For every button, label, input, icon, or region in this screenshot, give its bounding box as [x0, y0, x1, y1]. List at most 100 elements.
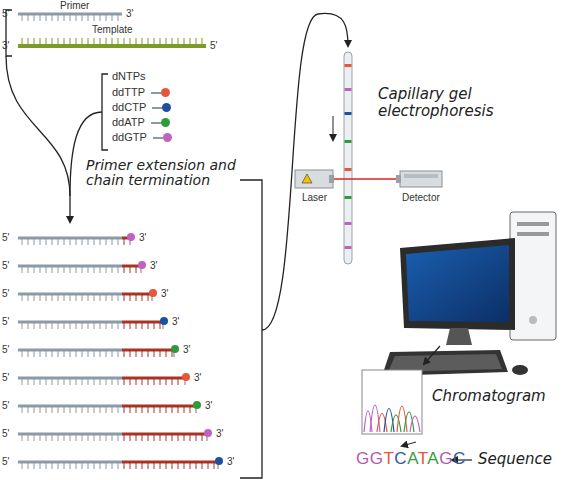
stroke: [148, 38, 149, 45]
stroke: [28, 407, 29, 413]
stroke: [142, 323, 143, 329]
stroke: [64, 38, 65, 45]
stroke: [22, 323, 23, 329]
stroke: [58, 38, 59, 45]
stroke: [100, 323, 101, 329]
stroke: [46, 379, 47, 385]
stroke: [58, 351, 59, 357]
stroke: [172, 379, 173, 385]
stroke: [136, 435, 137, 441]
stroke: [154, 463, 155, 469]
stroke: [124, 295, 125, 301]
stroke: [46, 351, 47, 357]
stroke: [202, 38, 203, 45]
stroke: [184, 38, 185, 45]
stroke: [46, 435, 47, 441]
stroke: [154, 435, 155, 441]
stroke: [136, 267, 137, 273]
stroke: [58, 463, 59, 469]
stroke: [142, 463, 143, 469]
stroke: [130, 323, 131, 329]
stroke: [178, 463, 179, 469]
stroke: [28, 463, 29, 469]
stroke: [136, 38, 137, 45]
primer-template: [18, 14, 206, 46]
stroke: [112, 295, 113, 301]
stroke: [70, 267, 71, 273]
stroke: [40, 38, 41, 45]
stroke: [112, 267, 113, 273]
stroke: [82, 463, 83, 469]
stroke: [40, 323, 41, 329]
legend-swatch: [161, 88, 170, 97]
stroke: [136, 323, 137, 329]
stroke: [58, 295, 59, 301]
stroke: [112, 323, 113, 329]
stroke: [70, 38, 71, 45]
stroke: [124, 351, 125, 357]
stroke: [130, 351, 131, 357]
stroke: [142, 295, 143, 301]
stroke: [76, 38, 77, 45]
sequence-letter: C: [453, 449, 466, 468]
stroke: [52, 267, 53, 273]
stroke: [34, 15, 35, 21]
label: 3': [227, 456, 234, 467]
stroke: [124, 239, 125, 245]
stroke: [106, 407, 107, 413]
stroke: [124, 379, 125, 385]
stroke: [88, 267, 89, 273]
stroke: [34, 323, 35, 329]
stroke: [154, 351, 155, 357]
stroke: [178, 435, 179, 441]
stroke: [130, 463, 131, 469]
stroke: [22, 15, 23, 21]
stroke: [34, 38, 35, 45]
stroke: [64, 407, 65, 413]
stroke: [148, 295, 149, 301]
stroke: [118, 435, 119, 441]
stroke: [100, 15, 101, 21]
stroke: [148, 379, 149, 385]
stroke: [22, 38, 23, 45]
stroke: [196, 463, 197, 469]
stroke: [118, 295, 119, 301]
stroke: [88, 351, 89, 357]
stroke: [124, 323, 125, 329]
stroke: [118, 407, 119, 413]
label: 3': [183, 344, 190, 355]
stroke: [88, 379, 89, 385]
stroke: [118, 15, 119, 21]
label: 5': [2, 428, 9, 439]
stroke: [202, 463, 203, 469]
stroke: [94, 435, 95, 441]
stroke: [64, 463, 65, 469]
stroke: [40, 15, 41, 21]
flow-line: [6, 56, 70, 196]
stroke: [58, 379, 59, 385]
stroke: [76, 323, 77, 329]
stroke: [208, 463, 209, 469]
stroke: [52, 295, 53, 301]
stroke: [172, 435, 173, 441]
stroke: [28, 379, 29, 385]
stroke: [100, 435, 101, 441]
stroke: [112, 351, 113, 357]
capillary: [344, 52, 352, 264]
stroke: [106, 38, 107, 45]
stroke: [34, 463, 35, 469]
terminator-dot: [182, 373, 190, 381]
stroke: [88, 435, 89, 441]
stroke: [184, 407, 185, 413]
stroke: [202, 435, 203, 441]
label: 5': [210, 40, 217, 51]
stroke: [82, 323, 83, 329]
stroke: [88, 407, 89, 413]
stroke: [46, 407, 47, 413]
stroke: [106, 435, 107, 441]
stroke: [70, 239, 71, 245]
label: Detector: [402, 192, 440, 203]
stroke: [52, 38, 53, 45]
legend-stick: [151, 122, 161, 124]
